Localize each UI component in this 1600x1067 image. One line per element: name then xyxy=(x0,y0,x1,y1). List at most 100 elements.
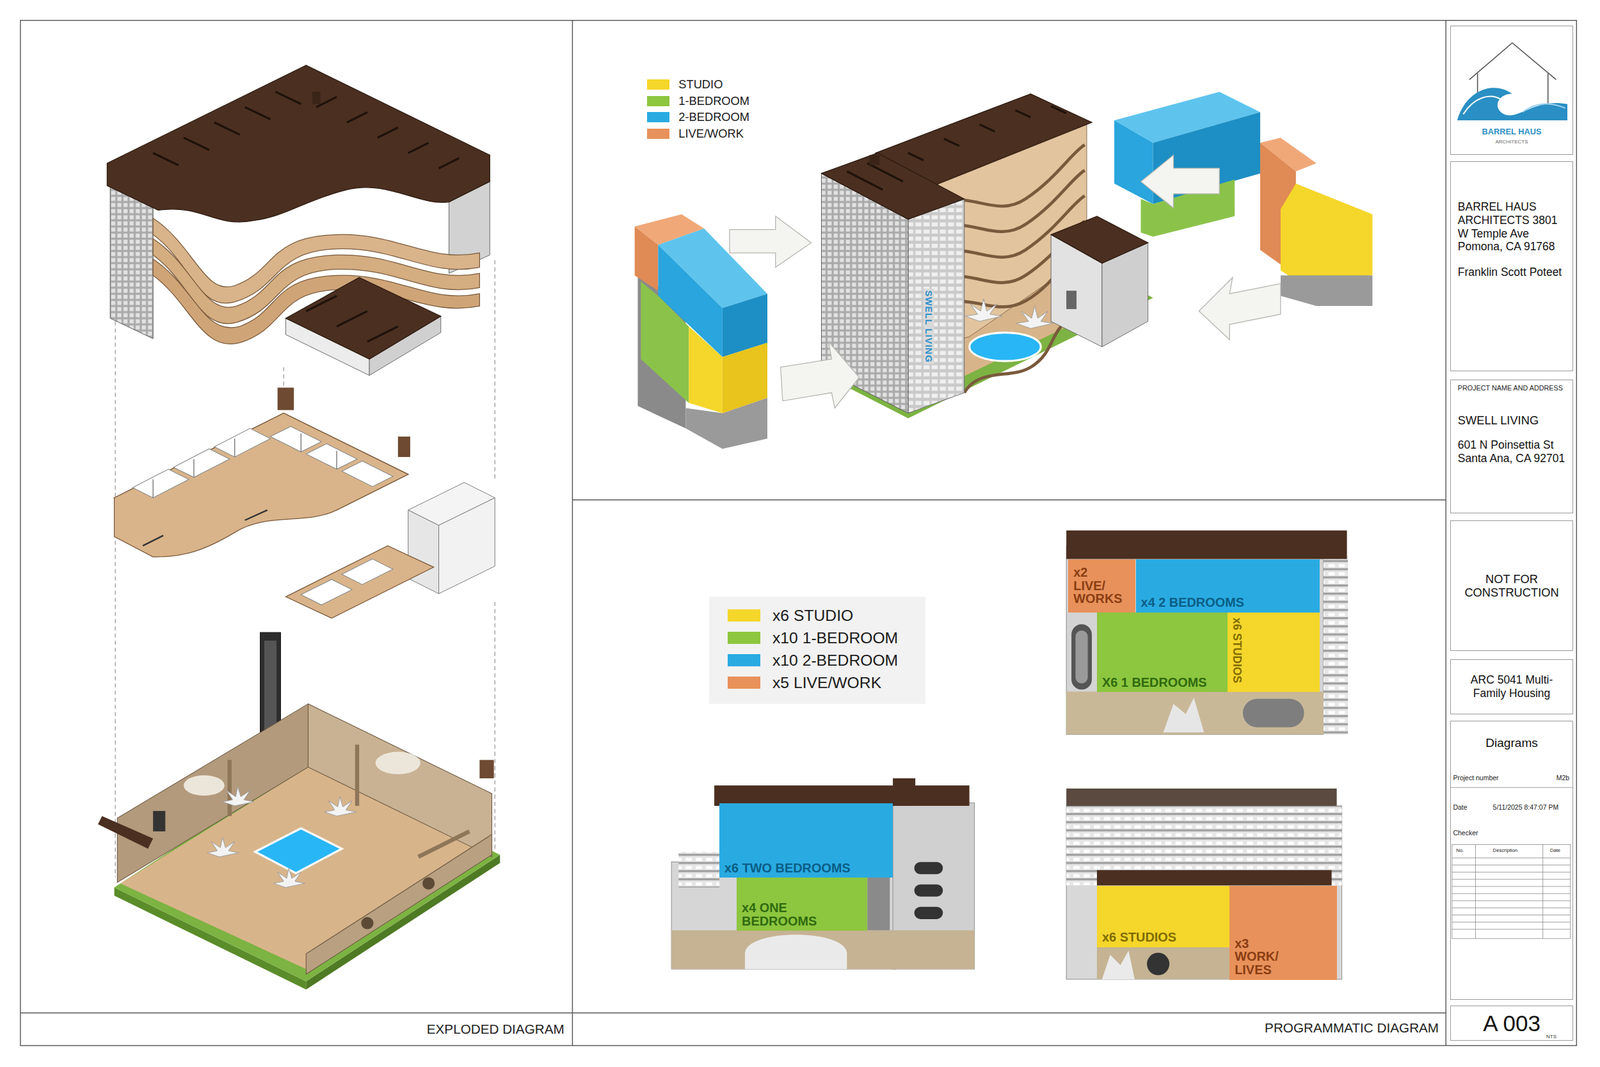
roof-layer xyxy=(312,91,321,104)
massing-blocks xyxy=(1114,120,1154,205)
sheet-frame xyxy=(1445,20,1447,1046)
firm-logo-sub: ARCHITECTS xyxy=(1495,138,1528,145)
roof-layer xyxy=(152,91,459,169)
panel-title: EXPLODED DIAGRAM xyxy=(426,1021,565,1037)
title-cell: BARREL HAUSARCHITECTS xyxy=(1450,25,1574,156)
upper-floor-plan-layer xyxy=(173,448,230,478)
legend-text: x5 LIVE/WORK xyxy=(772,673,882,693)
building-axonometric xyxy=(821,94,1153,419)
elevation-west xyxy=(1096,946,1230,980)
direction-arrows xyxy=(1198,277,1281,340)
firm-logo xyxy=(1463,96,1503,115)
roof-layer xyxy=(377,127,399,138)
unit-band: x2 LIVE/ WORKS xyxy=(1068,559,1136,613)
title-cell: NOT FOR CONSTRUCTION xyxy=(1450,520,1574,651)
building-axonometric xyxy=(964,326,1062,393)
building-axonometric xyxy=(979,124,996,132)
revision-table xyxy=(1452,857,1571,859)
building-signage: SWELL LIVING xyxy=(923,288,934,365)
elevation-east xyxy=(1075,630,1088,684)
elevation-east xyxy=(1163,697,1205,733)
revision-table xyxy=(1452,907,1571,909)
ground-floor-layer xyxy=(152,810,166,832)
field-label: Checker xyxy=(1452,828,1478,837)
massing-blocks xyxy=(1280,275,1373,306)
massing-blocks xyxy=(640,281,689,404)
building-axonometric xyxy=(908,152,924,160)
panel-title: PROGRAMMATIC DIAGRAM xyxy=(1264,1020,1439,1036)
elevation-east xyxy=(1323,556,1348,735)
roof-layer xyxy=(152,152,179,166)
upper-floor-plan-layer xyxy=(336,450,338,470)
roof-layer xyxy=(106,65,490,376)
construction-note: NOT FOR CONSTRUCTION xyxy=(1456,572,1567,600)
building-axonometric xyxy=(908,199,965,414)
upper-floor-plan-layer xyxy=(132,426,393,498)
elevation-east xyxy=(1066,691,1324,735)
unit-count: x2 LIVE/ WORKS xyxy=(1073,565,1117,606)
legend-panel xyxy=(709,596,926,704)
elevation-south xyxy=(914,884,944,897)
building-axonometric xyxy=(1050,216,1148,264)
elevation-west xyxy=(1066,805,1342,980)
building-axonometric xyxy=(908,106,1067,160)
elevation-west xyxy=(1146,952,1170,976)
ground-floor-layer xyxy=(97,632,500,990)
ground-floor-layer xyxy=(207,786,357,888)
unit-count: x6 STUDIOS xyxy=(1102,930,1225,944)
direction-arrows xyxy=(780,341,860,409)
roof-layer xyxy=(245,106,271,120)
ground-floor-layer xyxy=(308,704,493,857)
legend-swatch xyxy=(647,79,670,90)
unit-band: x4 ONE BEDROOMS xyxy=(736,877,868,931)
unit-band: X6 1 BEDROOMS xyxy=(1096,612,1228,692)
upper-floor-plan-layer xyxy=(398,436,411,457)
designer-name: Franklin Scott Poteet xyxy=(1457,265,1567,280)
firm-logo xyxy=(1522,103,1566,112)
legend-swatch xyxy=(727,609,761,622)
ground-floor-layer xyxy=(418,831,470,857)
ground-floor-layer xyxy=(360,917,374,930)
building-axonometric xyxy=(965,298,1002,322)
upper-floor-plan-layer xyxy=(277,387,295,411)
ground-floor-layer xyxy=(222,786,255,806)
roof-layer xyxy=(336,311,368,327)
massing-blocks xyxy=(688,326,723,413)
roof-layer xyxy=(367,326,399,342)
legend-swatch xyxy=(647,112,670,123)
legend-text: x10 1-BEDROOM xyxy=(772,628,898,648)
elevation-south xyxy=(678,851,720,888)
layer-link-lines xyxy=(494,601,496,852)
elevation-south xyxy=(744,934,847,969)
unit-band: x4 2 BEDROOMS xyxy=(1136,559,1320,613)
elevation-west xyxy=(1066,805,1342,886)
elevation-west xyxy=(1102,950,1135,980)
upper-floor-plan-layer xyxy=(114,387,496,619)
upper-floor-plan-layer xyxy=(270,426,322,452)
building-axonometric xyxy=(1015,110,1031,118)
revision-table xyxy=(1452,844,1571,939)
massing-blocks xyxy=(634,91,1373,449)
legend-swatch xyxy=(727,676,761,689)
unit-count: X6 1 BEDROOMS xyxy=(1102,675,1223,690)
sheet-frame xyxy=(20,20,1577,1046)
upper-floor-plan-layer xyxy=(341,460,393,487)
elevation-south xyxy=(892,778,916,806)
field-heading: PROJECT NAME AND ADDRESS xyxy=(1457,384,1568,392)
unit-band: x6 STUDIOS xyxy=(1096,885,1230,948)
building-axonometric xyxy=(1050,106,1067,114)
ground-floor-layer xyxy=(97,816,153,849)
revision-table xyxy=(1475,844,1476,939)
upper-floor-plan-layer xyxy=(132,469,189,498)
upper-floor-plan-layer xyxy=(114,412,409,557)
title-cell: PROJECT NAME AND ADDRESSSWELL LIVING601 … xyxy=(1450,379,1574,514)
unit-count: x6 STUDIOS xyxy=(1231,617,1243,683)
table-header: Description xyxy=(1493,848,1518,854)
sheet-frame xyxy=(572,499,1446,500)
firm-logo xyxy=(1457,42,1568,121)
revision-table xyxy=(1452,900,1571,902)
ground-floor-layer xyxy=(183,775,225,796)
ground-floor-layer xyxy=(255,828,343,873)
ground-floor-layer xyxy=(227,759,232,816)
